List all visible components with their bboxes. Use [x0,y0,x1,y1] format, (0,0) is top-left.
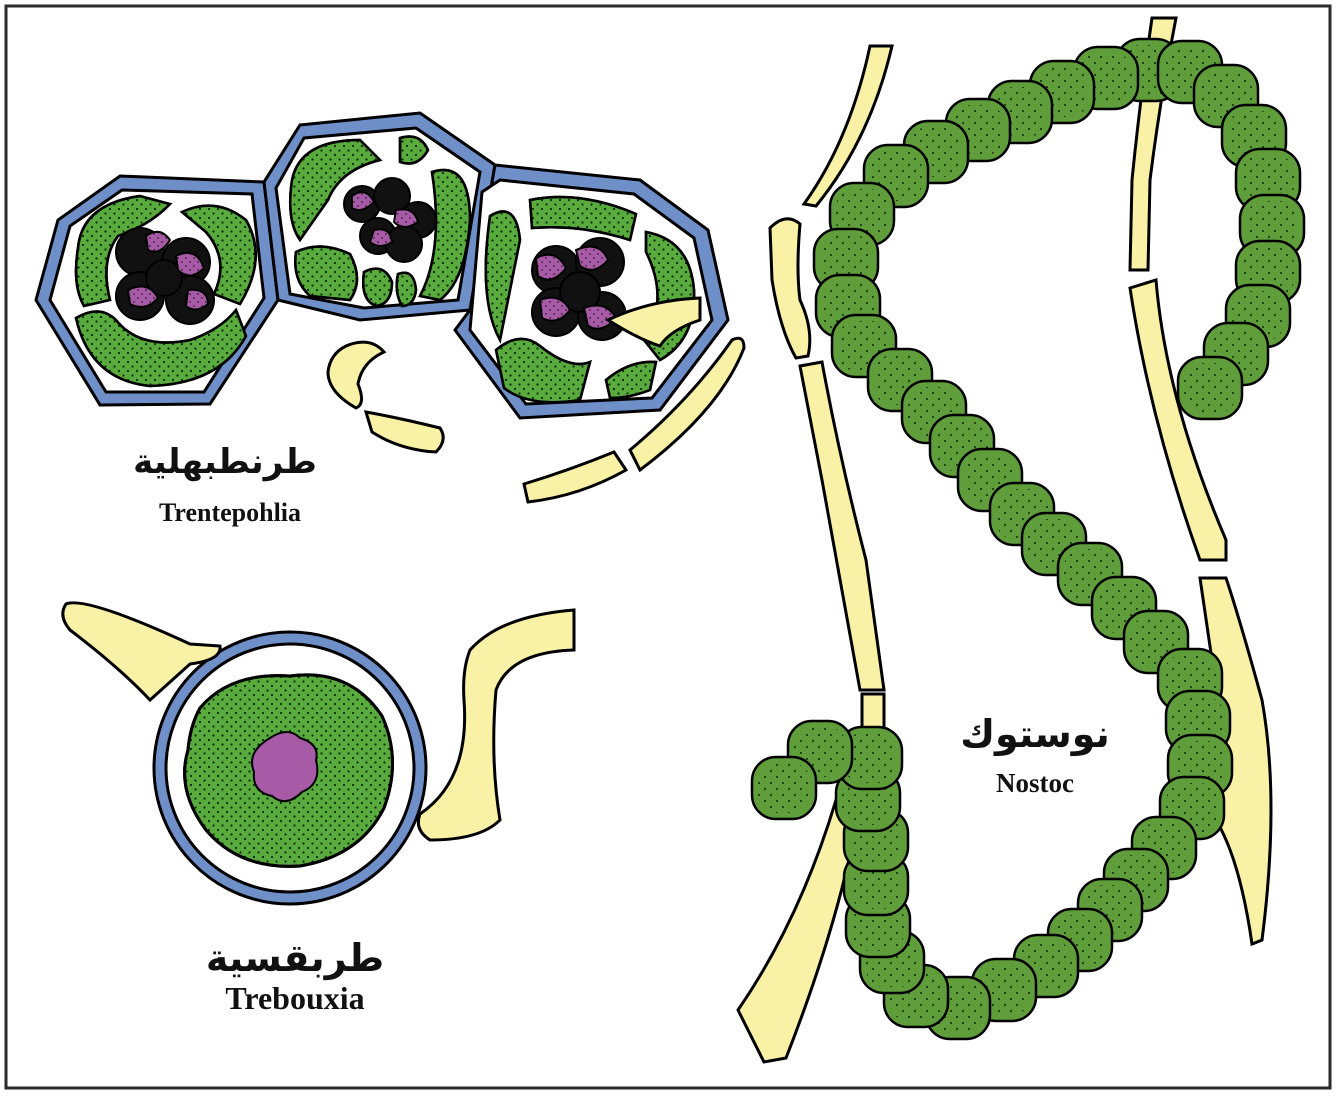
frame-border [4,4,1332,1090]
nostoc-cell-dots [1246,201,1298,251]
trentepohlia-latin-label: Trentepohlia [158,498,302,527]
nostoc-cell-dots [1184,363,1236,413]
trebouxia-latin-label: Trebouxia [225,980,365,1016]
trentepohlia-arabic-label: طرنطبهلية [133,442,317,482]
trentepohlia-nuclei-right [531,237,627,341]
nostoc-cell-dots [1242,155,1294,205]
trebouxia-fungal-hyphae [61,601,576,842]
nostoc-filament [750,37,1306,1041]
trebouxia-pyrenoid [251,731,319,803]
nostoc-arabic-label: نوستوك [960,712,1110,756]
trentepohlia-nuclei-middle [343,177,437,263]
trentepohlia-chloroplasts-left [74,194,257,388]
nostoc-cell-dots [836,189,888,239]
trentepohlia-chloroplasts-middle [289,135,472,308]
nostoc-cell-dots [758,763,810,813]
trentepohlia-fungal-hyphae [326,296,746,504]
nostoc-latin-label: Nostoc [996,768,1074,798]
trentepohlia-nuclei-left [115,227,215,325]
trebouxia-arabic-label: طربقسية [205,936,385,980]
nostoc-fungal-hyphae [736,16,1273,1064]
nostoc-cell-dots [844,733,896,783]
nostoc-cell-dots [820,235,872,285]
trebouxia-cell [152,630,428,906]
